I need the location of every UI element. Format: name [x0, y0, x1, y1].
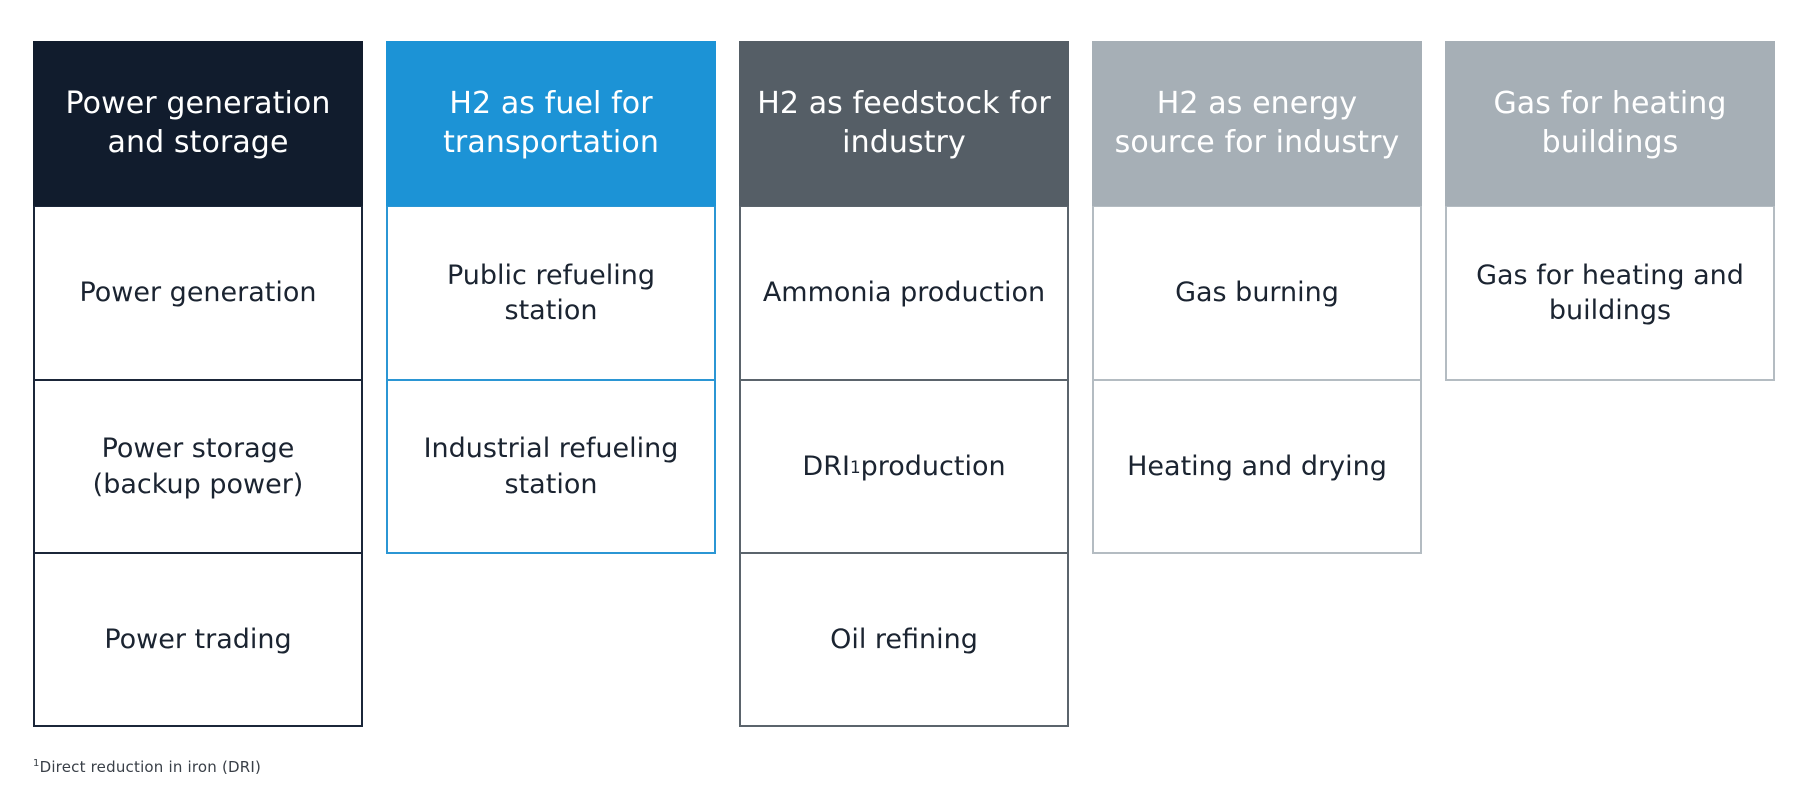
use-case-cell[interactable]: Public refueling station	[386, 206, 716, 381]
use-case-cell[interactable]: Heating and drying	[1092, 379, 1422, 554]
use-case-cell[interactable]: Power generation	[33, 206, 363, 381]
use-case-cell[interactable]: Industrial refueling station	[386, 379, 716, 554]
use-case-cell[interactable]: Ammonia production	[739, 206, 1069, 381]
footnote-text: Direct reduction in iron (DRI)	[39, 758, 262, 776]
column-body-gas-for-heating-buildings: Gas for heating and buildings	[1445, 206, 1775, 381]
footnote: 1Direct reduction in iron (DRI)	[33, 758, 261, 776]
column-header-h2-as-energy-source-for-industry[interactable]: H2 as energy source for industry	[1092, 41, 1422, 206]
use-case-cell[interactable]: Oil refining	[739, 552, 1069, 727]
use-case-cell[interactable]: Power storage (backup power)	[33, 379, 363, 554]
use-case-cell[interactable]: Power trading	[33, 552, 363, 727]
column-header-gas-for-heating-buildings[interactable]: Gas for heating buildings	[1445, 41, 1775, 206]
footnote-marker: 1	[33, 758, 40, 769]
column-header-h2-as-fuel-for-transportation[interactable]: H2 as fuel for transportation	[386, 41, 716, 206]
use-case-cell[interactable]: Gas burning	[1092, 206, 1422, 381]
column-header-power-generation-and-storage[interactable]: Power generation and storage	[33, 41, 363, 206]
use-case-cell[interactable]: Gas for heating and buildings	[1445, 206, 1775, 381]
column-header-h2-as-feedstock-for-industry[interactable]: H2 as feedstock for industry	[739, 41, 1069, 206]
